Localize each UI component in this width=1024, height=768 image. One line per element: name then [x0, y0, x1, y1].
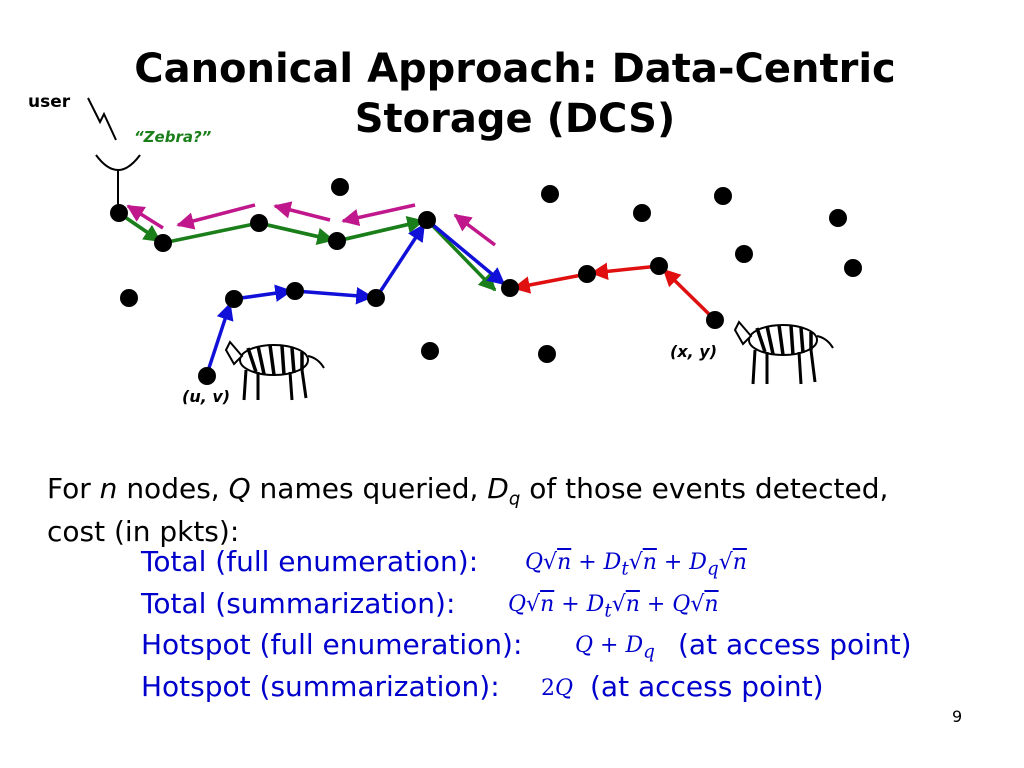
event-arrow-b5 — [425, 218, 506, 286]
sensor-node — [198, 367, 216, 385]
title-line-2: Storage (DCS) — [354, 96, 676, 142]
uv-label: (u, v) — [182, 387, 230, 406]
query-arrow-seg3 — [258, 221, 335, 246]
hotspot-full-line: Hotspot (full enumeration): — [141, 628, 523, 661]
formula-total-full: Q√n + Dt√n + Dq√n — [525, 550, 747, 580]
wireless-bolt-icon — [87, 97, 117, 141]
at-access-point-1: (at access point) — [678, 628, 912, 661]
formula-hotspot-full: Q + Dq — [575, 633, 655, 663]
reply-arrow-1 — [126, 204, 164, 230]
query-label: “Zebra?” — [134, 128, 212, 146]
user-label: user — [28, 92, 71, 112]
title-line-1: Canonical Approach: Data-Centric — [134, 46, 896, 92]
sensor-node — [735, 245, 753, 263]
sensor-node — [844, 259, 862, 277]
antenna-icon — [95, 154, 141, 205]
sensor-node — [286, 282, 304, 300]
sensor-node — [250, 214, 268, 232]
xy-label: (x, y) — [670, 342, 717, 361]
query-arrow-seg4 — [336, 216, 425, 243]
sensor-node — [225, 290, 243, 308]
sensor-node — [154, 234, 172, 252]
sensor-node — [541, 185, 559, 203]
total-summ-line: Total (summarization): — [141, 587, 456, 620]
sensor-node — [714, 187, 732, 205]
sensor-node — [110, 204, 128, 222]
formula-hotspot-summ: 2Q — [541, 676, 574, 701]
sensor-node — [578, 265, 596, 283]
sensor-node — [501, 279, 519, 297]
event-arrow-r3 — [512, 272, 588, 294]
event-arrow-r2 — [590, 262, 660, 281]
sensor-node — [829, 209, 847, 227]
hotspot-summ-line: Hotspot (summarization): — [141, 670, 500, 703]
reply-arrow-3 — [273, 201, 331, 222]
total-full-line: Total (full enumeration): — [141, 545, 479, 578]
event-arrow-b1 — [205, 302, 234, 375]
sensor-node — [650, 257, 668, 275]
dcs-network-diagram: user “Zebra?” — [28, 92, 862, 406]
event-arrow-b3 — [294, 287, 374, 305]
event-arrow-r1 — [662, 268, 717, 322]
sensor-node — [120, 289, 138, 307]
sensor-node — [418, 211, 436, 229]
sensor-node — [367, 289, 385, 307]
sensor-node — [421, 342, 439, 360]
event-arrow-b4 — [374, 223, 426, 299]
reply-arrow-4 — [341, 203, 416, 227]
zebra-icon — [733, 320, 834, 385]
sensor-node — [331, 178, 349, 196]
page-number: 9 — [952, 707, 963, 726]
sensor-nodes — [110, 178, 862, 385]
at-access-point-2: (at access point) — [590, 670, 824, 703]
slide-title: Canonical Approach: Data-Centric Storage… — [90, 44, 940, 144]
sensor-node — [706, 311, 724, 329]
sensor-node — [633, 204, 651, 222]
cost-intro-text: For n nodes, Q names queried, Dq of thos… — [47, 472, 889, 548]
query-path-green — [118, 211, 497, 292]
reply-arrow-2 — [176, 203, 256, 230]
sensor-node — [538, 345, 556, 363]
reply-arrow-5 — [453, 213, 497, 247]
formula-total-summ: Q√n + Dt√n + Q√n — [508, 592, 719, 622]
zebra-icon — [224, 340, 325, 401]
event-arrow-b2 — [233, 284, 293, 302]
sensor-node — [328, 232, 346, 250]
